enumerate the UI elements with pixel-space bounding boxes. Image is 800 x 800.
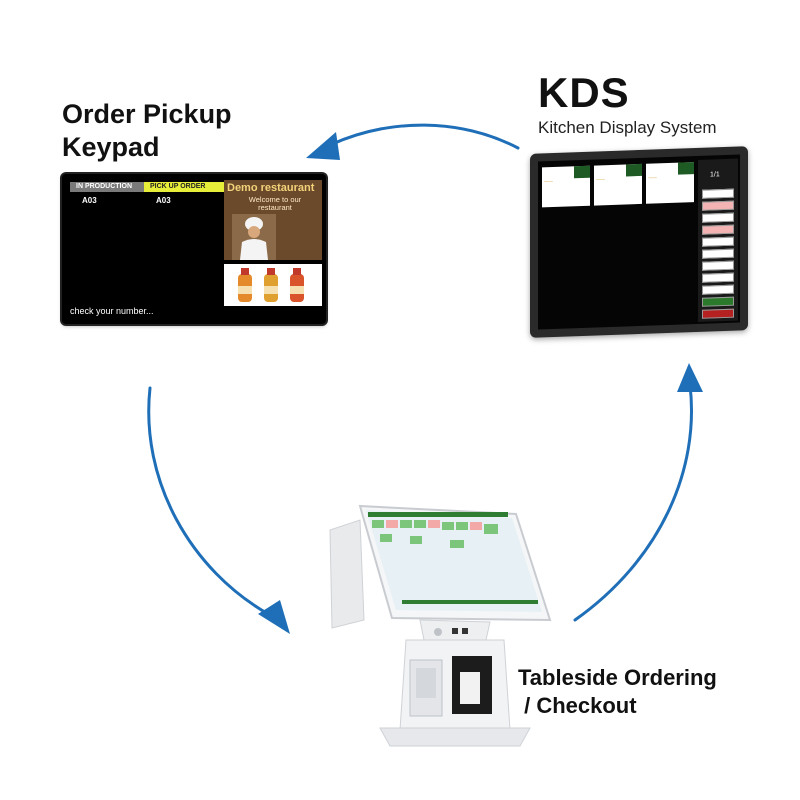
kds-side-button[interactable] (702, 212, 734, 223)
pickup-title-line1: Order Pickup (62, 99, 232, 129)
ad-subtitle-line2: restaurant (258, 203, 292, 212)
kds-side-button[interactable] (702, 236, 734, 247)
kds-order-card: ~~~ (542, 165, 590, 208)
pos-terminal (329, 504, 552, 747)
restaurant-ad-banner: Demo restaurant Welcome to our restauran… (224, 180, 322, 260)
pickup-order-code: A03 (156, 196, 171, 205)
arrowhead-kds (677, 363, 703, 392)
kds-subtitle: Kitchen Display System (538, 118, 717, 137)
kds-side-button[interactable] (702, 224, 734, 235)
kds-side-button[interactable] (702, 260, 734, 271)
chef-image (232, 214, 276, 260)
arrowhead-pos (258, 600, 290, 634)
kds-side-button[interactable] (702, 296, 734, 307)
kds-side-button[interactable] (702, 200, 734, 211)
kds-page-indicator: 1/1 (710, 171, 720, 179)
pos-screen-buttons (368, 512, 538, 604)
ad-subtitle: Welcome to our restaurant (240, 196, 310, 212)
arrow-pickup-to-pos (147, 386, 272, 617)
ad-subtitle-line1: Welcome to our (248, 195, 302, 204)
kds-side-panel: 1/1 (698, 158, 738, 322)
tableside-title: Tableside Ordering / Checkout (518, 664, 717, 720)
pickup-title-line2: Keypad (62, 132, 160, 162)
kds-side-button[interactable] (702, 188, 734, 199)
ad-title: Demo restaurant (227, 182, 315, 194)
kds-side-button[interactable] (702, 248, 734, 259)
check-number-text: check your number... (70, 306, 154, 316)
production-order-code: A03 (82, 196, 97, 205)
pickup-order-header: PICK UP ORDER (144, 182, 226, 192)
juice-bottles-image (224, 264, 322, 306)
kds-side-button[interactable] (702, 272, 734, 283)
kds-order-card: ~~~ (646, 162, 694, 204)
kds-screen: ~~~ ~~~ ~~~ 1/1 (538, 154, 740, 330)
kds-order-card: ~~~ (594, 163, 642, 206)
kds-side-button[interactable] (702, 308, 734, 319)
tableside-title-line2: / Checkout (518, 693, 637, 718)
kds-title: KDS (538, 69, 630, 116)
arrowhead-pickup (306, 132, 340, 160)
kds-side-button[interactable] (702, 284, 734, 295)
kds-monitor: ~~~ ~~~ ~~~ 1/1 (530, 146, 748, 338)
tableside-title-line1: Tableside Ordering (518, 665, 717, 690)
pickup-display: IN PRODUCTION PICK UP ORDER A03 A03 Demo… (62, 174, 326, 324)
pickup-title: Order Pickup Keypad (62, 98, 232, 164)
in-production-header: IN PRODUCTION (70, 182, 148, 192)
arrow-pos-to-kds (573, 383, 693, 622)
arrow-kds-to-pickup (328, 123, 520, 150)
